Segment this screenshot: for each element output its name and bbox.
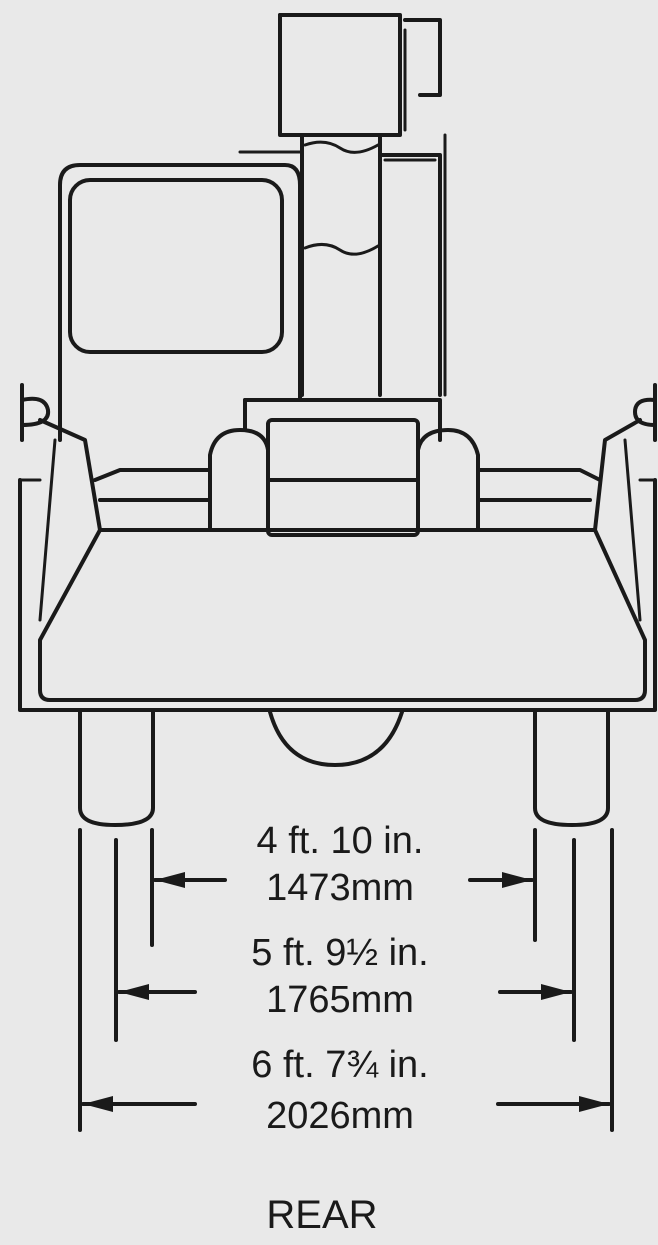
dimension-labels: 4 ft. 10 in. 1473mm 5 ft. 9½ in. 1765mm …: [251, 820, 428, 1137]
overall-width-imperial: 6 ft. 7¾ in.: [251, 1044, 428, 1086]
right-track: [533, 710, 610, 827]
track-gauge-metric: 1473mm: [266, 867, 414, 909]
track-center-metric: 1765mm: [266, 979, 414, 1021]
upper-deck: [18, 418, 657, 712]
engine-hood: [208, 398, 480, 537]
cab-rear-window: [68, 178, 284, 354]
left-track: [78, 710, 155, 827]
dimension-arrows: [81, 872, 611, 1112]
engine-cover: [266, 418, 420, 537]
operator-cab: [58, 150, 302, 442]
overall-width-metric: 2026mm: [266, 1095, 414, 1137]
track-center-imperial: 5 ft. 9½ in.: [251, 932, 428, 974]
track-gauge-imperial: 4 ft. 10 in.: [257, 820, 424, 862]
center-swivel: [268, 710, 404, 767]
dimension-extension-lines: [78, 828, 614, 1132]
side-lights: [20, 383, 657, 442]
undercarriage: [78, 710, 610, 827]
view-caption: REAR: [266, 1193, 377, 1237]
boom-arm: [278, 13, 447, 397]
